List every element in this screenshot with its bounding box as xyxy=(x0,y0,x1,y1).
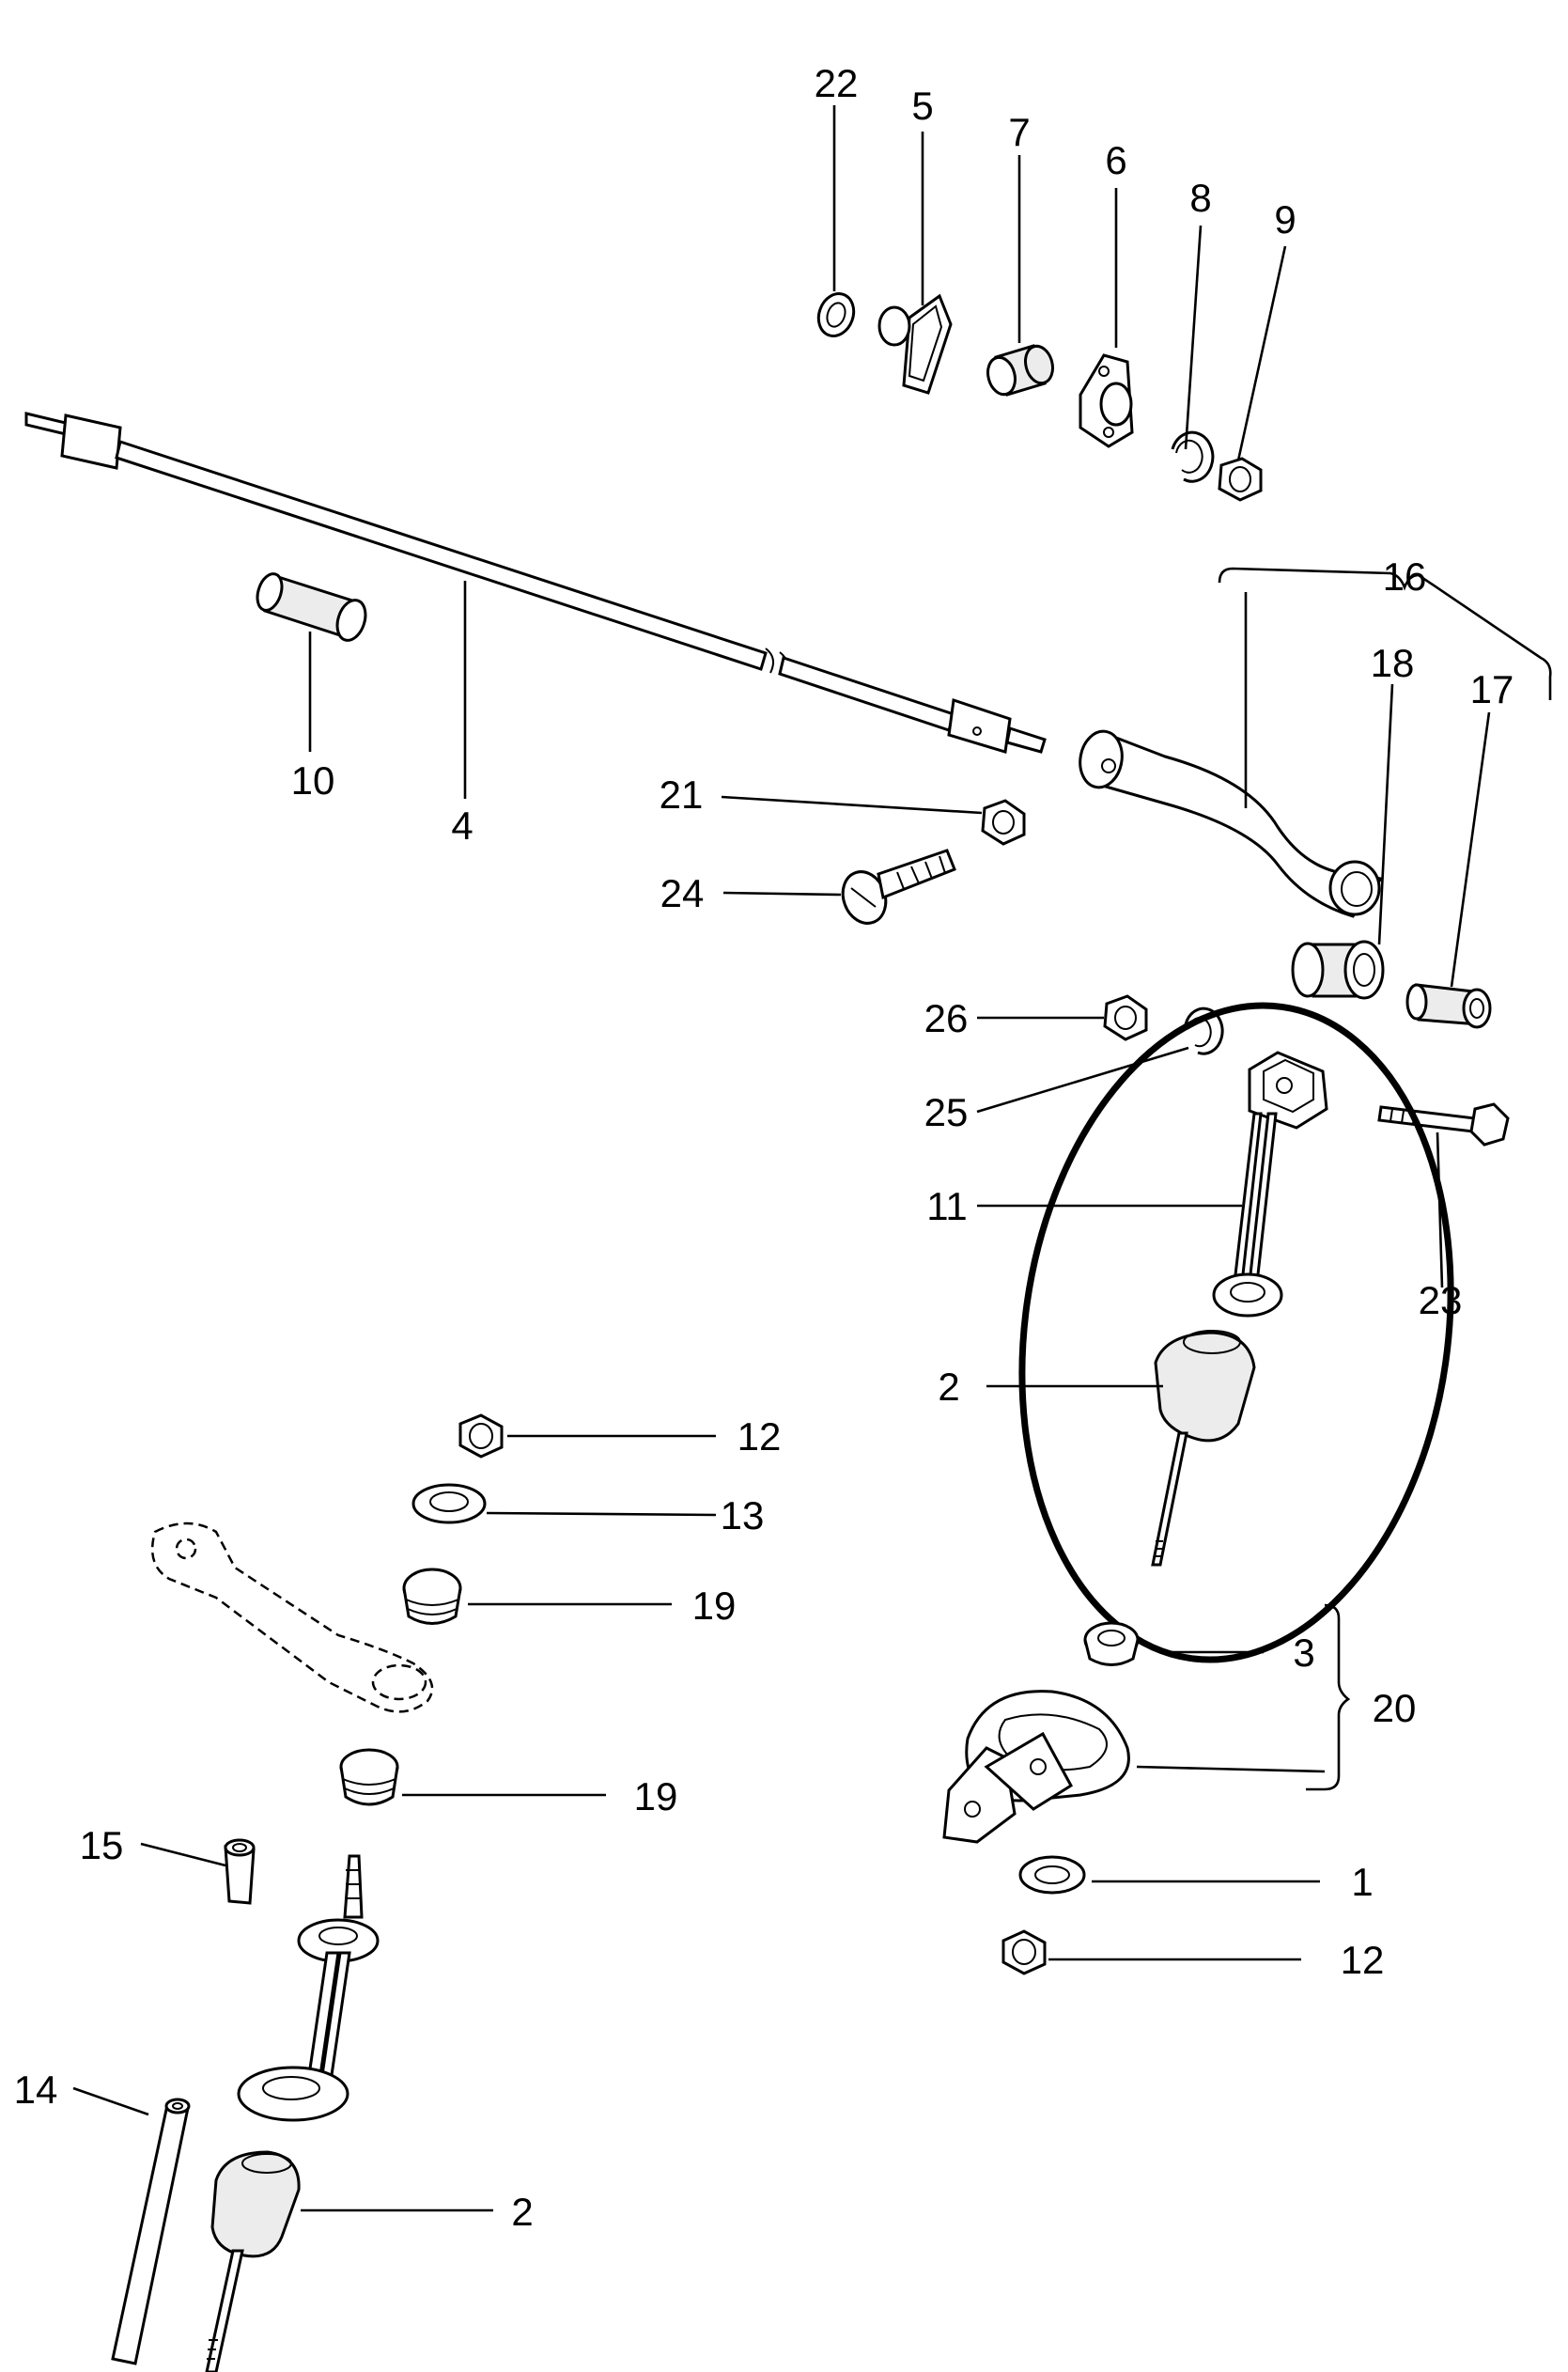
part-23-bolt xyxy=(1377,1102,1510,1147)
callout-9: 9 xyxy=(1274,197,1296,242)
callout-6: 6 xyxy=(1105,138,1126,182)
callout-22: 22 xyxy=(815,61,859,105)
part-9-nut xyxy=(1218,457,1263,502)
part-4-rod xyxy=(24,412,1047,754)
callout-19-upper: 19 xyxy=(692,1584,737,1628)
callout-21: 21 xyxy=(660,772,704,817)
callout-12-upper: 12 xyxy=(737,1414,782,1459)
callout-12-lower: 12 xyxy=(1341,1938,1385,1982)
part-26-nut xyxy=(1103,994,1148,1041)
callout-24: 24 xyxy=(660,871,705,915)
part-22-washer xyxy=(816,292,856,337)
highlight-ellipse xyxy=(1018,1002,1454,1663)
callout-1: 1 xyxy=(1351,1860,1373,1904)
part-24-screw xyxy=(841,849,956,925)
part-7-sleeve xyxy=(986,344,1054,397)
callout-2-upper: 2 xyxy=(938,1365,959,1409)
callout-3: 3 xyxy=(1293,1631,1314,1675)
part-13-washer xyxy=(411,1483,487,1524)
part-15-sleeve xyxy=(224,1838,256,1905)
part-20-bracket xyxy=(942,1690,1130,1844)
callout-26: 26 xyxy=(924,996,969,1040)
group-16-brace xyxy=(1218,567,1552,700)
callout-14: 14 xyxy=(14,2068,58,2112)
part-2-rubber-buffer-lower xyxy=(205,2150,301,2372)
part-5-flange-bushing xyxy=(877,293,953,395)
part-19-grommet-lower xyxy=(339,1748,399,1806)
leader-lines xyxy=(72,105,1491,2212)
part-12-nut-upper xyxy=(458,1413,504,1459)
part-12-nut-lower xyxy=(1001,1929,1047,1975)
part-1-washer xyxy=(1018,1855,1086,1895)
part-19-grommet-upper xyxy=(402,1568,462,1625)
callout-2-lower: 2 xyxy=(511,2190,533,2234)
callout-11: 11 xyxy=(926,1184,968,1228)
callout-25: 25 xyxy=(924,1090,969,1134)
callout-5: 5 xyxy=(911,84,933,128)
callout-18: 18 xyxy=(1371,641,1415,685)
part-11-link-rod-lower xyxy=(237,1854,380,2122)
callout-20: 20 xyxy=(1373,1686,1417,1730)
part-14-tube xyxy=(111,2098,191,2365)
part-6-mount-plate xyxy=(1079,353,1134,448)
callout-8: 8 xyxy=(1189,176,1211,220)
part-10-sleeve xyxy=(256,572,367,642)
part-2-rubber-buffer-upper xyxy=(1151,1330,1256,1567)
callout-10: 10 xyxy=(291,758,335,803)
part-16-lever-arm xyxy=(1079,729,1384,918)
callout-15: 15 xyxy=(80,1823,124,1867)
callout-7: 7 xyxy=(1008,110,1030,154)
callout-13: 13 xyxy=(721,1493,765,1537)
part-17-sleeve xyxy=(1405,983,1492,1029)
part-3-grommet xyxy=(1083,1621,1140,1666)
part-8-lock-washer xyxy=(1171,430,1215,483)
callout-19-lower: 19 xyxy=(634,1774,678,1818)
part-21-nut xyxy=(981,799,1026,846)
callout-16: 16 xyxy=(1383,554,1427,599)
callout-17: 17 xyxy=(1470,667,1514,711)
callout-4: 4 xyxy=(451,804,473,848)
part-11-link-rod xyxy=(1212,1051,1328,1318)
dashed-lever-outline xyxy=(150,1522,434,1713)
part-18-bushing xyxy=(1291,940,1385,1000)
group-20-brace xyxy=(1306,1603,1351,1791)
callout-23: 23 xyxy=(1419,1278,1463,1322)
